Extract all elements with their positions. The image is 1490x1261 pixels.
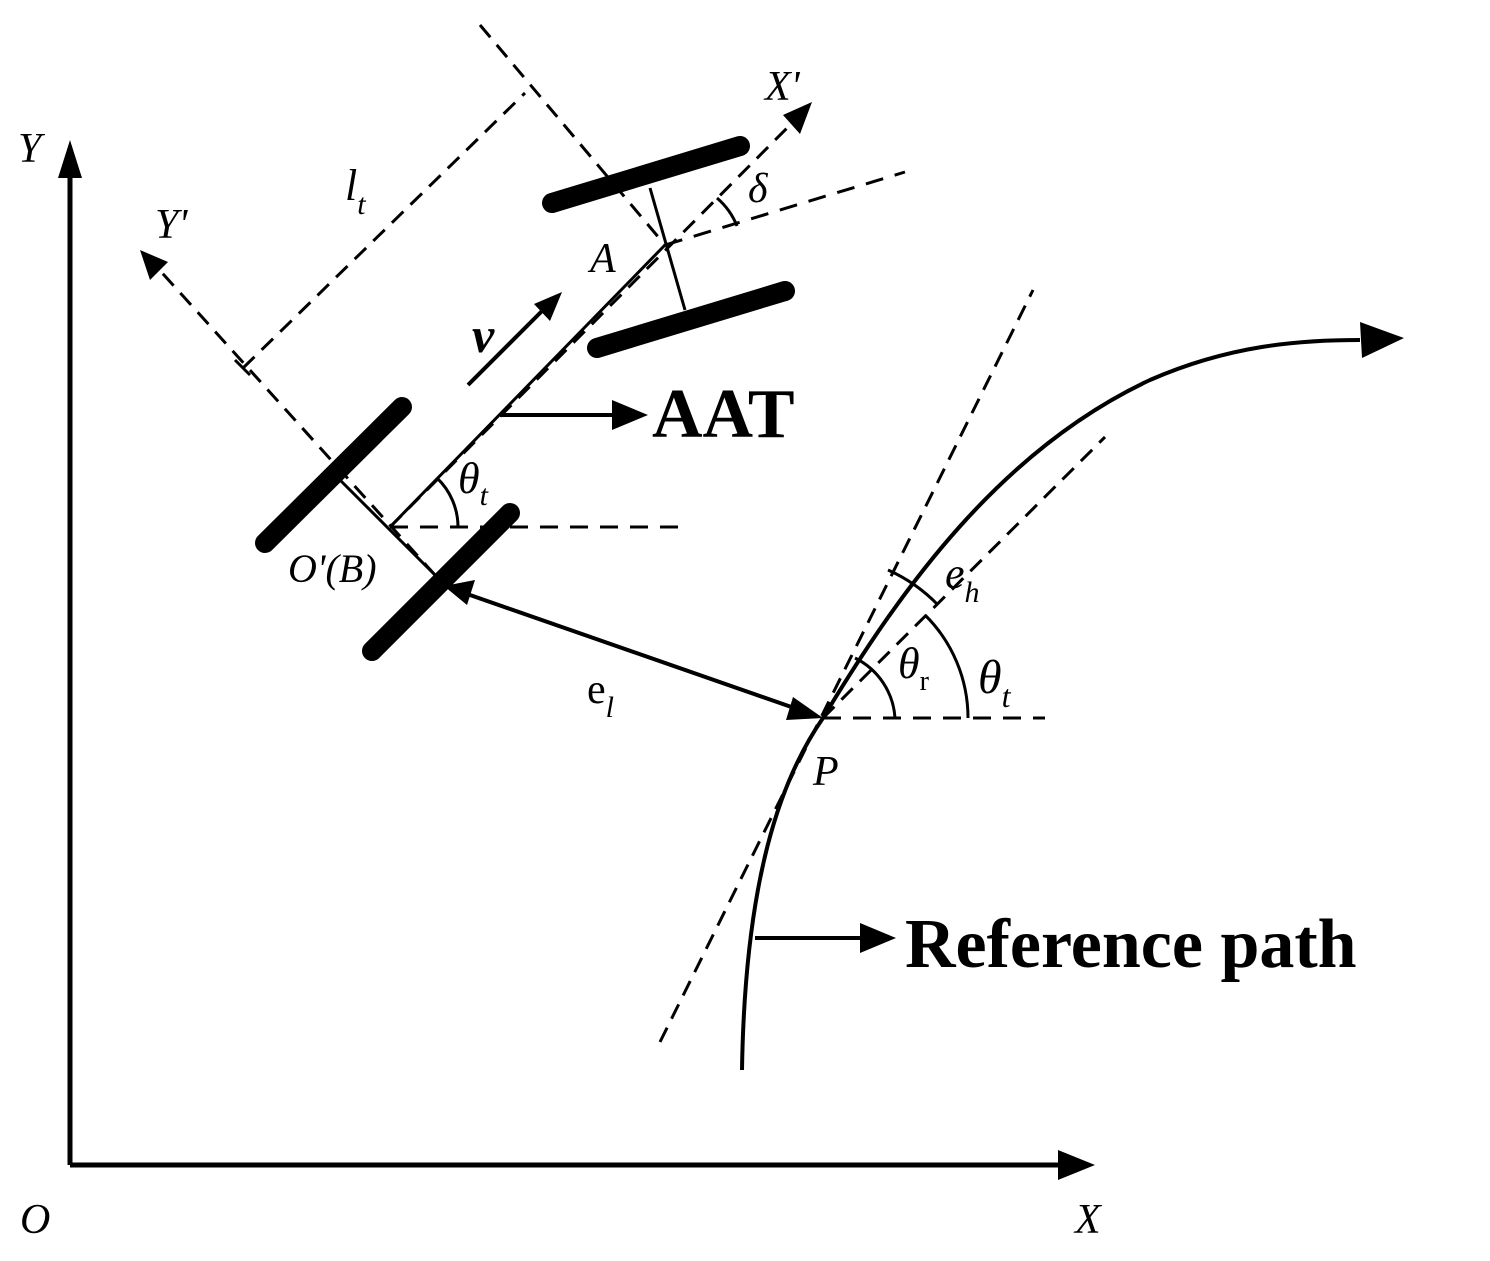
origin-label: O <box>20 1197 50 1243</box>
theta-r-arc <box>854 656 897 719</box>
velocity-arrow-line <box>466 306 547 387</box>
delta-arc <box>715 196 739 227</box>
wheelbase-subscript: t <box>357 188 366 221</box>
lateral-error-subscript: l <box>606 691 614 724</box>
y-axis-arrowhead <box>58 140 82 178</box>
theta-t-vehicle-label: θt <box>458 454 489 512</box>
theta-t-vehicle-subscript: t <box>480 479 489 512</box>
vehicle-centerline <box>388 243 667 529</box>
y-prime-label: Y' <box>155 202 188 248</box>
body-origin-label: O'(B) <box>288 546 377 591</box>
theta-r-label: θr <box>898 639 930 697</box>
rear-axle <box>338 478 442 582</box>
theta-r-symbol: θ <box>898 639 920 688</box>
point-p-label: P <box>812 749 839 795</box>
front-left-wheel <box>542 136 750 213</box>
global-axes <box>58 140 1095 1180</box>
x-axis-label: X <box>1073 1197 1103 1243</box>
x-prime-arrowhead <box>783 102 812 134</box>
reference-path-group <box>658 289 1404 1071</box>
reference-path-arrowhead <box>1360 322 1404 358</box>
x-prime-axis-dashed <box>388 113 802 529</box>
aat-pointer-arrowhead <box>612 400 648 430</box>
wheelbase-dim-line-1 <box>241 91 527 370</box>
lateral-error-arrowhead-start <box>444 580 475 605</box>
velocity-label: v <box>472 307 495 363</box>
reference-path-label: Reference path <box>905 906 1357 983</box>
theta-t-arc-vehicle <box>435 476 460 528</box>
heading-projection-dashed <box>821 435 1107 720</box>
heading-error-label: eh <box>945 549 980 609</box>
front-axle <box>648 187 687 311</box>
theta-t-path-subscript: t <box>1002 678 1012 714</box>
vehicle-body <box>255 136 795 661</box>
e-h-arc <box>887 568 940 607</box>
theta-t-path-label: θt <box>978 651 1012 714</box>
lateral-error-arrowhead-end <box>786 697 823 720</box>
reference-pointer-arrowhead <box>860 923 896 953</box>
lateral-error-symbol: e <box>587 667 606 713</box>
tangent-dashed-line <box>658 289 1035 1043</box>
x-axis-arrowhead <box>1058 1150 1095 1180</box>
heading-error-symbol: e <box>945 549 965 598</box>
velocity-vector <box>466 292 562 387</box>
theta-t-vehicle-symbol: θ <box>458 454 480 503</box>
rear-right-wheel <box>362 503 520 661</box>
labels: Y X O X' Y' lt δ A v AAT θt O'(B) el eh … <box>18 64 1357 1243</box>
rear-left-wheel <box>255 397 412 553</box>
wheelbase-label: lt <box>345 161 366 221</box>
lateral-error-label: el <box>587 667 614 724</box>
wheelbase-symbol: l <box>345 161 357 210</box>
lateral-error <box>444 580 823 720</box>
theta-t-path-symbol: θ <box>978 651 1002 704</box>
delta-label: δ <box>748 166 769 212</box>
steer-reference-dashed <box>664 170 906 247</box>
theta-r-subscript: r <box>920 666 930 697</box>
vehicle-frame <box>140 24 906 577</box>
lateral-error-line <box>469 593 801 712</box>
y-axis-label: Y <box>18 126 46 172</box>
reference-path-pointer <box>755 923 896 953</box>
y-prime-arrowhead <box>140 250 168 280</box>
velocity-arrowhead <box>534 292 562 321</box>
heading-error-subscript: h <box>965 576 980 609</box>
front-right-wheel <box>587 281 795 358</box>
aat-pointer <box>500 400 648 430</box>
wheelbase-tick <box>233 358 252 377</box>
point-a-label: A <box>587 236 616 282</box>
front-axle-extension <box>478 24 667 246</box>
x-prime-label: X' <box>763 64 801 110</box>
y-prime-axis-dashed <box>153 263 437 577</box>
aat-label: AAT <box>652 376 795 453</box>
theta-t-arc-path <box>923 613 970 719</box>
reference-path-curve <box>740 338 1361 1071</box>
